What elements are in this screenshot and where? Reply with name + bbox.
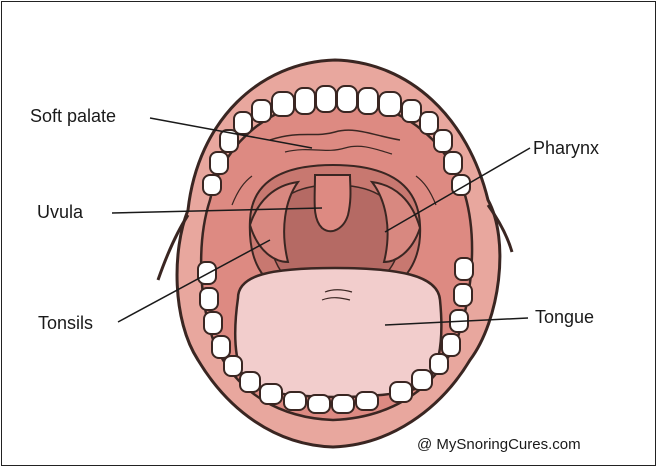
label-tongue: Tongue <box>535 307 594 328</box>
tongue <box>235 268 441 397</box>
label-soft-palate: Soft palate <box>30 106 116 127</box>
uvula <box>315 175 351 231</box>
label-uvula: Uvula <box>37 202 83 223</box>
credit-text: @ MySnoringCures.com <box>417 436 581 453</box>
label-tonsils: Tonsils <box>38 313 93 334</box>
label-pharynx: Pharynx <box>533 138 599 159</box>
